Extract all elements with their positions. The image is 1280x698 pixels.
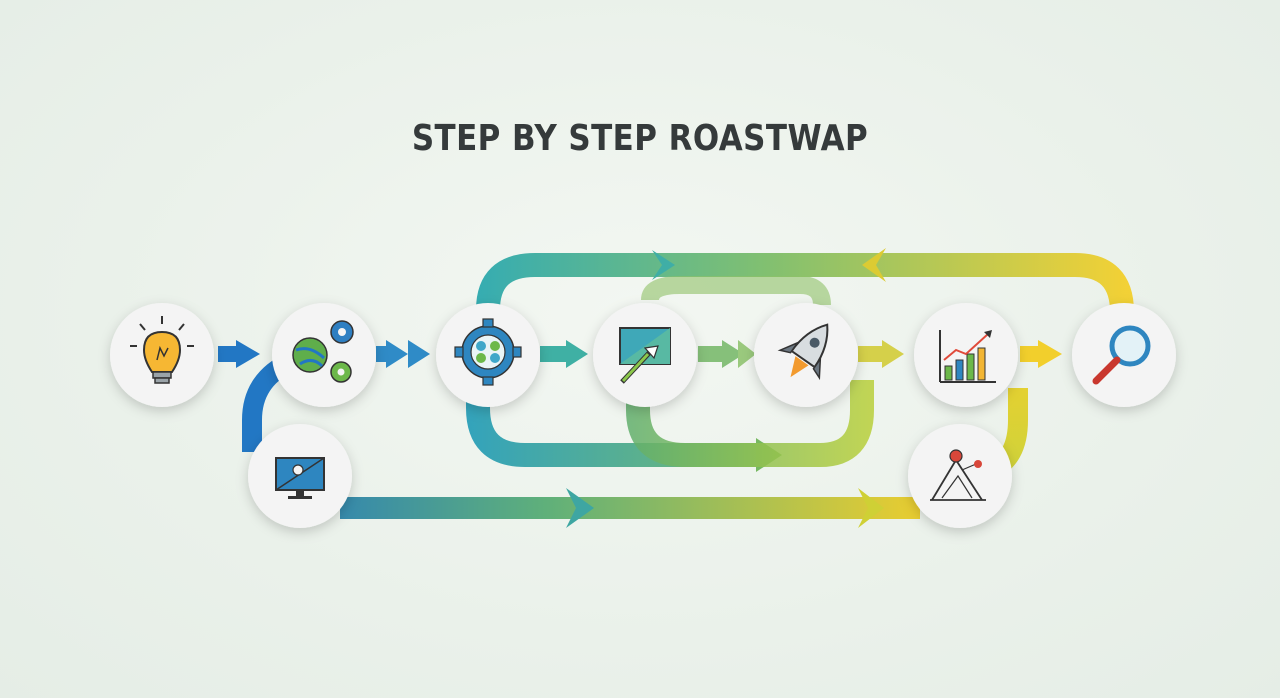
top-loop-arrow [476,253,1134,320]
top-chevron-1 [652,250,675,280]
rocket-icon [777,323,829,381]
top-chevron-2 [862,248,886,282]
gears-globe-icon [292,320,354,383]
step-goal [908,424,1012,528]
cog-network-icon [454,318,522,386]
monitor-icon [275,457,325,499]
loop-arrow-1 [466,395,760,467]
upper-link-arrow [641,276,831,306]
main-row-chevrons [218,340,1062,368]
bottom-chevron-2 [858,488,884,528]
bottom-chevron-1 [566,488,594,528]
loop-arrow-2 [626,380,874,467]
magnifier-icon [1092,325,1151,385]
diagram-title: STEP BY STEP ROASTWAP [411,118,869,159]
mountain-flag-icon [930,449,986,501]
bar-chart-icon [939,330,996,383]
design-screen-icon [619,327,671,384]
connectors [218,248,1134,528]
lightbulb-icon [130,316,194,384]
